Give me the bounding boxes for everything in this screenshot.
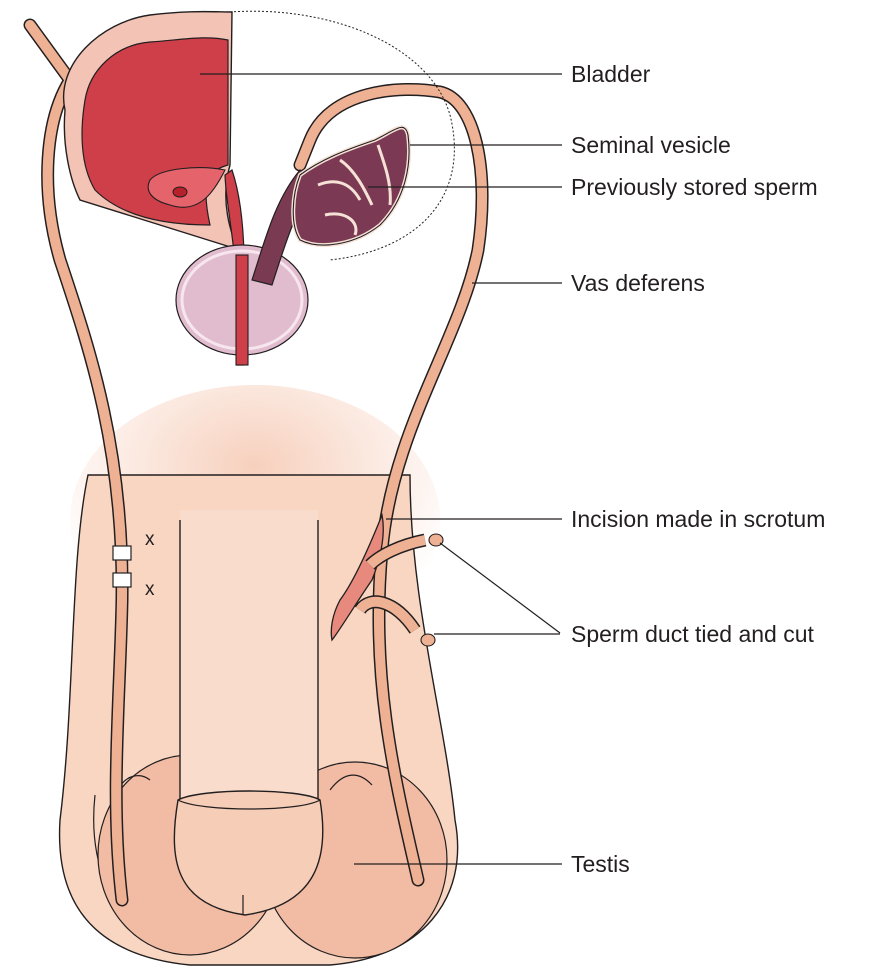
- leader-sperm-duct-upper: [440, 543, 560, 633]
- label-sperm-duct: Sperm duct tied and cut: [571, 623, 814, 646]
- label-bladder: Bladder: [571, 63, 650, 86]
- label-seminal-vesicle: Seminal vesicle: [571, 134, 731, 157]
- penis-shaft: [180, 510, 318, 800]
- label-stored-sperm: Previously stored sperm: [571, 176, 818, 199]
- label-incision: Incision made in scrotum: [571, 508, 825, 531]
- label-vas-deferens: Vas deferens: [571, 272, 705, 295]
- cut-marker-bottom: x: [145, 580, 155, 599]
- cut-marker-top: x: [145, 530, 155, 549]
- label-testis: Testis: [571, 853, 630, 876]
